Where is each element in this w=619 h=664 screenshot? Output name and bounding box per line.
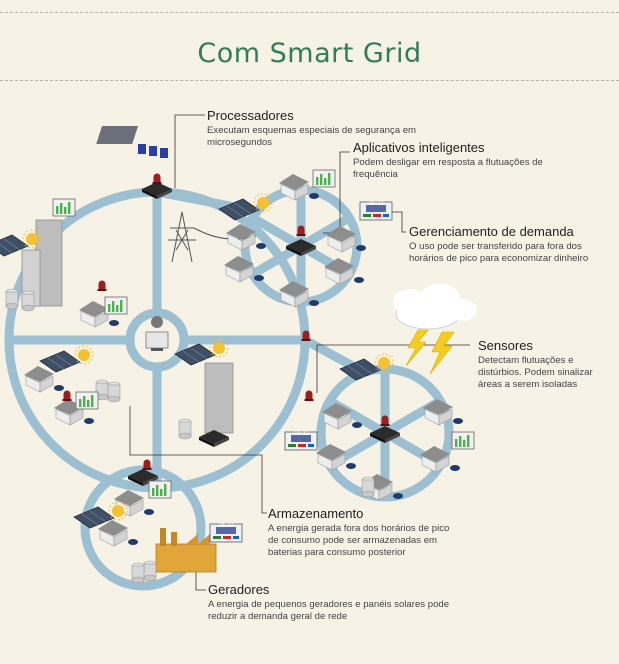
title-dashed-line	[0, 80, 619, 81]
cloud-icon	[393, 283, 477, 330]
callout-gerenciamento-text: O uso pode ser transferido para fora dos…	[409, 241, 589, 264]
callout-geradores: Geradores A energia de pequenos geradore…	[208, 582, 468, 623]
callout-processadores: Processadores Executam esquemas especiai…	[207, 108, 417, 149]
callout-sensores: Sensores Detectam flutuações e distúrbio…	[478, 338, 616, 391]
callout-armazenamento-text: A energia gerada fora dos horários de pi…	[268, 523, 450, 558]
svg-text:18:32: 18:32	[218, 523, 233, 529]
callout-sensores-title: Sensores	[478, 338, 533, 353]
svg-text:18:32: 18:32	[293, 431, 308, 437]
lightning-icon	[405, 329, 455, 375]
callout-geradores-title: Geradores	[208, 582, 270, 597]
top-dashed-line	[0, 12, 619, 13]
callout-processadores-text: Executam esquemas especiais de segurança…	[207, 125, 417, 148]
smart-meter-icon: 18:32	[284, 431, 318, 451]
smart-meter-icon: 18:32	[209, 523, 243, 543]
callout-aplicativos-title: Aplicativos inteligentes	[353, 140, 485, 155]
callout-gerenciamento-title: Gerenciamento de demanda	[409, 224, 574, 239]
smart-meter-icon: 18:32	[359, 201, 393, 221]
callout-armazenamento-title: Armazenamento	[268, 506, 364, 521]
callout-aplicativos-text: Podem desligar em resposta a flutuações …	[353, 157, 543, 180]
callout-armazenamento: Armazenamento A energia gerada fora dos …	[268, 506, 458, 559]
callout-gerenciamento: Gerenciamento de demanda O uso pode ser …	[409, 224, 617, 265]
callout-aplicativos: Aplicativos inteligentes Podem desligar …	[353, 140, 553, 181]
callout-geradores-text: A energia de pequenos geradores e panéis…	[208, 599, 450, 622]
factory-icon	[155, 528, 217, 573]
page-title: Com Smart Grid	[197, 38, 422, 69]
processor-icon	[96, 126, 168, 158]
operator-icon	[145, 316, 169, 351]
svg-text:18:32: 18:32	[368, 201, 383, 207]
callout-processadores-title: Processadores	[207, 108, 294, 123]
callout-sensores-text: Detectam flutuações e distúrbios. Podem …	[478, 355, 593, 390]
